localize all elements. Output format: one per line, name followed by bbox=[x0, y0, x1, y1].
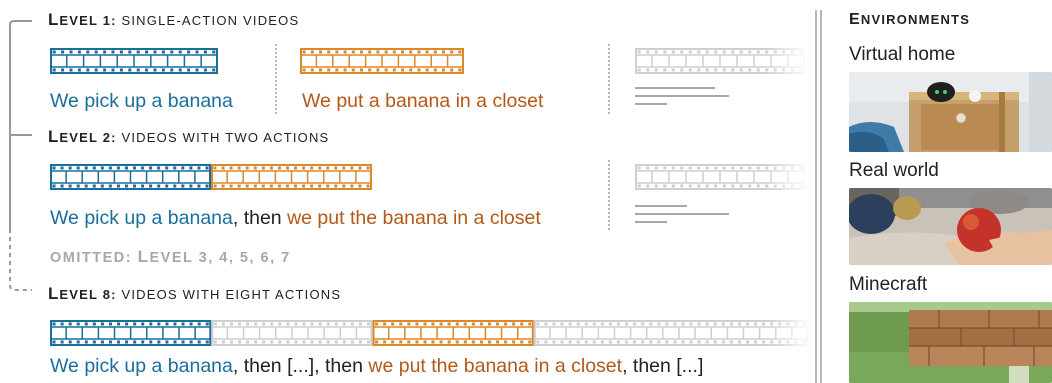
minecraft-image bbox=[849, 302, 1052, 383]
level8-filmstrip bbox=[50, 320, 808, 346]
environments-title: ENVIRONMENTS bbox=[849, 11, 970, 29]
omitted-levels-note: OMITTED: LEVEL 3, 4, 5, 6, 7 bbox=[50, 247, 291, 267]
column-divider bbox=[815, 10, 817, 383]
filmstrip-segment-blue bbox=[51, 321, 210, 345]
level1-caption-orange: We put a banana in a closet bbox=[302, 90, 543, 113]
level2-caption: We pick up a banana, then we put the ban… bbox=[50, 207, 541, 230]
virtual-home-image bbox=[849, 72, 1052, 152]
filmstrip-segment-orange bbox=[374, 321, 533, 345]
level2-gray-filmstrip bbox=[635, 164, 805, 190]
separator-dots bbox=[275, 44, 277, 114]
env-label-virtual-home: Virtual home bbox=[849, 44, 955, 66]
level2-filmstrip bbox=[50, 164, 372, 190]
level8-title: LEVEL 8: VIDEOS WITH EIGHT ACTIONS bbox=[48, 284, 341, 304]
text-placeholder-lines bbox=[635, 86, 735, 106]
real-world-image bbox=[849, 188, 1052, 265]
filmstrip-segment-orange bbox=[212, 165, 371, 189]
filmstrip-segment-blue bbox=[51, 165, 210, 189]
column-divider bbox=[820, 10, 822, 383]
filmstrip-segment-gray bbox=[212, 321, 371, 345]
filmstrip-segment-orange bbox=[301, 49, 463, 73]
level1-blue-filmstrip bbox=[50, 48, 218, 74]
level1-gray-filmstrip bbox=[635, 48, 805, 74]
level1-caption-blue: We pick up a banana bbox=[50, 90, 233, 113]
level2-title: LEVEL 2: VIDEOS WITH TWO ACTIONS bbox=[48, 127, 329, 147]
env-label-minecraft: Minecraft bbox=[849, 274, 927, 296]
level8-caption: We pick up a banana, then [...], then we… bbox=[50, 355, 703, 378]
separator-dots bbox=[608, 160, 610, 230]
level1-title: LEVEL 1: SINGLE-ACTION VIDEOS bbox=[48, 10, 299, 30]
separator-dots bbox=[608, 44, 610, 114]
level1-orange-filmstrip bbox=[300, 48, 464, 74]
filmstrip-segment-blue bbox=[51, 49, 217, 73]
level-bracket bbox=[0, 0, 40, 300]
env-label-real-world: Real world bbox=[849, 160, 939, 182]
filmstrip-segment-gray bbox=[535, 321, 807, 345]
text-placeholder-lines bbox=[635, 204, 735, 224]
